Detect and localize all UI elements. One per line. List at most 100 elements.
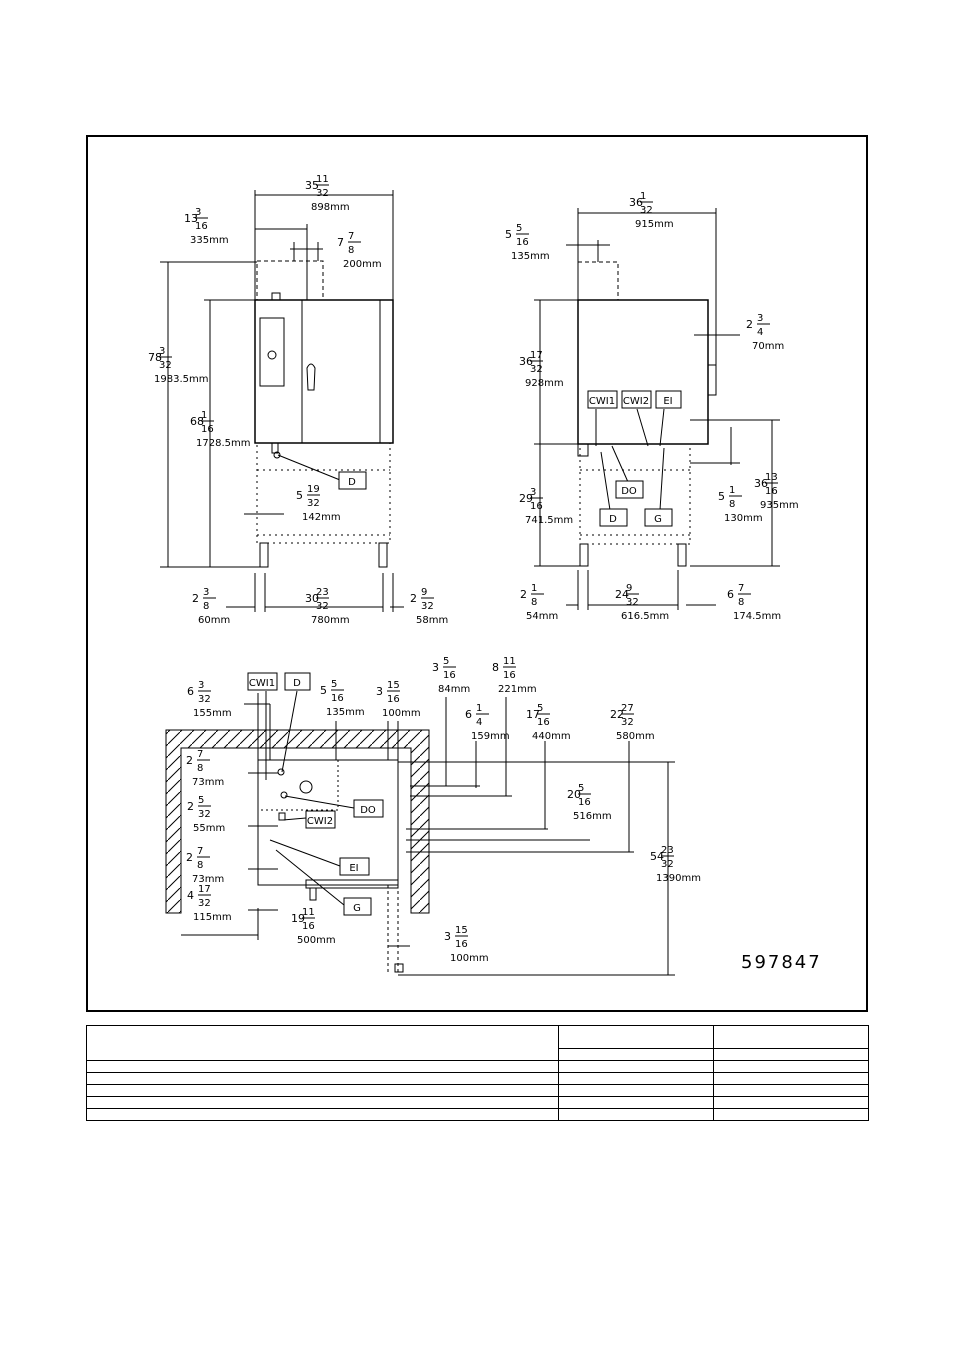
tag-cwi2-side: CWI2 <box>623 396 649 407</box>
dim-mm: 1728.5mm <box>196 438 250 449</box>
dim-mm: 741.5mm <box>525 515 573 526</box>
dim-inch-num: 3 <box>757 313 763 324</box>
table-row <box>86 1072 869 1085</box>
dim-mm: 73mm <box>192 777 224 788</box>
tag-cwi1-side: CWI1 <box>589 396 615 407</box>
dim-mm: 135mm <box>326 707 365 718</box>
dim-mm: 915mm <box>635 219 674 230</box>
dim-inch-den: 16 <box>443 670 456 681</box>
dim-mm: 221mm <box>498 684 537 695</box>
dim-inch-den: 16 <box>516 237 529 248</box>
dim-mm: 130mm <box>724 513 763 524</box>
dim-inch-num: 1 <box>476 703 482 714</box>
dim-inch-den: 32 <box>316 188 329 199</box>
dim-inch-whole: 2 <box>520 588 527 601</box>
dim-inch-den: 8 <box>197 763 203 774</box>
oven-body <box>254 299 394 444</box>
dim-mm: 54mm <box>526 611 558 622</box>
dim-inch-num: 1 <box>201 410 207 421</box>
dim-mm: 616.5mm <box>621 611 669 622</box>
dim-inch-num: 5 <box>331 679 337 690</box>
dim-inch-den: 4 <box>476 717 482 728</box>
installation-drawing: D CWI1 CWI2 EI DO D G CWI1 D DO CWI2 EI … <box>148 174 820 976</box>
dim-mm: 898mm <box>311 202 350 213</box>
dim-inch-den: 8 <box>738 597 744 608</box>
dim-inch-whole: 54 <box>650 850 664 863</box>
dim-inch-den: 16 <box>302 921 315 932</box>
dim-inch-whole: 36 <box>754 477 768 490</box>
dim-inch-whole: 2 <box>186 754 193 767</box>
dim-inch-den: 16 <box>503 670 516 681</box>
tag-g-side: G <box>654 514 662 525</box>
table-row <box>86 1084 869 1097</box>
dim-inch-den: 16 <box>530 501 543 512</box>
dim-inch-whole: 35 <box>305 179 319 192</box>
dim-inch-whole: 4 <box>187 889 194 902</box>
dim-inch-den: 32 <box>626 597 639 608</box>
dim-mm: 159mm <box>471 731 510 742</box>
table-row <box>86 1025 869 1061</box>
dim-inch-num: 7 <box>738 583 744 594</box>
dim-inch-whole: 5 <box>296 489 303 502</box>
dim-inch-num: 17 <box>530 350 543 361</box>
dim-inch-whole: 29 <box>519 492 533 505</box>
dim-mm: 1390mm <box>656 873 701 884</box>
dim-inch-whole: 36 <box>629 196 643 209</box>
dim-inch-whole: 5 <box>320 684 327 697</box>
dim-mm: 155mm <box>193 708 232 719</box>
side-flue-outline <box>577 261 619 301</box>
dim-mm: 1983.5mm <box>154 374 208 385</box>
dim-inch-whole: 6 <box>187 685 194 698</box>
oven-side-body <box>577 299 709 445</box>
dim-inch-num: 9 <box>421 587 427 598</box>
wall-hatch <box>165 729 430 914</box>
tag-do-plan: DO <box>360 805 376 816</box>
dim-inch-den: 32 <box>159 360 172 371</box>
dim-inch-den: 32 <box>530 364 543 375</box>
dim-mm: 174.5mm <box>733 611 781 622</box>
dim-inch-num: 9 <box>626 583 632 594</box>
dim-stand-height: 293 16 741.5mm <box>519 487 573 526</box>
dim-inch-whole: 6 <box>465 708 472 721</box>
dim-inch-whole: 24 <box>615 588 629 601</box>
control-panel <box>259 317 285 387</box>
dim-inch-num: 15 <box>387 680 400 691</box>
dim-inch-num: 11 <box>302 907 315 918</box>
dim-inch-whole: 2 <box>186 851 193 864</box>
tag-cwi1-plan: CWI1 <box>249 678 275 689</box>
dim-mm: 135mm <box>511 251 550 262</box>
dim-inch-den: 16 <box>578 797 591 808</box>
dim-inch-num: 3 <box>530 487 536 498</box>
dim-inch-whole: 5 <box>718 490 725 503</box>
dim-inch-den: 8 <box>531 597 537 608</box>
dim-inch-den: 32 <box>421 601 434 612</box>
dim-inch-num: 5 <box>537 703 543 714</box>
dim-inch-num: 19 <box>307 484 320 495</box>
table-row <box>86 1108 869 1121</box>
dim-mm: 335mm <box>190 235 229 246</box>
dim-inch-whole: 36 <box>519 355 533 368</box>
dim-inch-num: 3 <box>198 680 204 691</box>
dim-inch-den: 16 <box>331 693 344 704</box>
dim-inch-den: 32 <box>621 717 634 728</box>
dim-inch-den: 16 <box>387 694 400 705</box>
dim-inch-whole: 17 <box>526 708 540 721</box>
dim-mm: 780mm <box>311 615 350 626</box>
dim-mm: 60mm <box>198 615 230 626</box>
